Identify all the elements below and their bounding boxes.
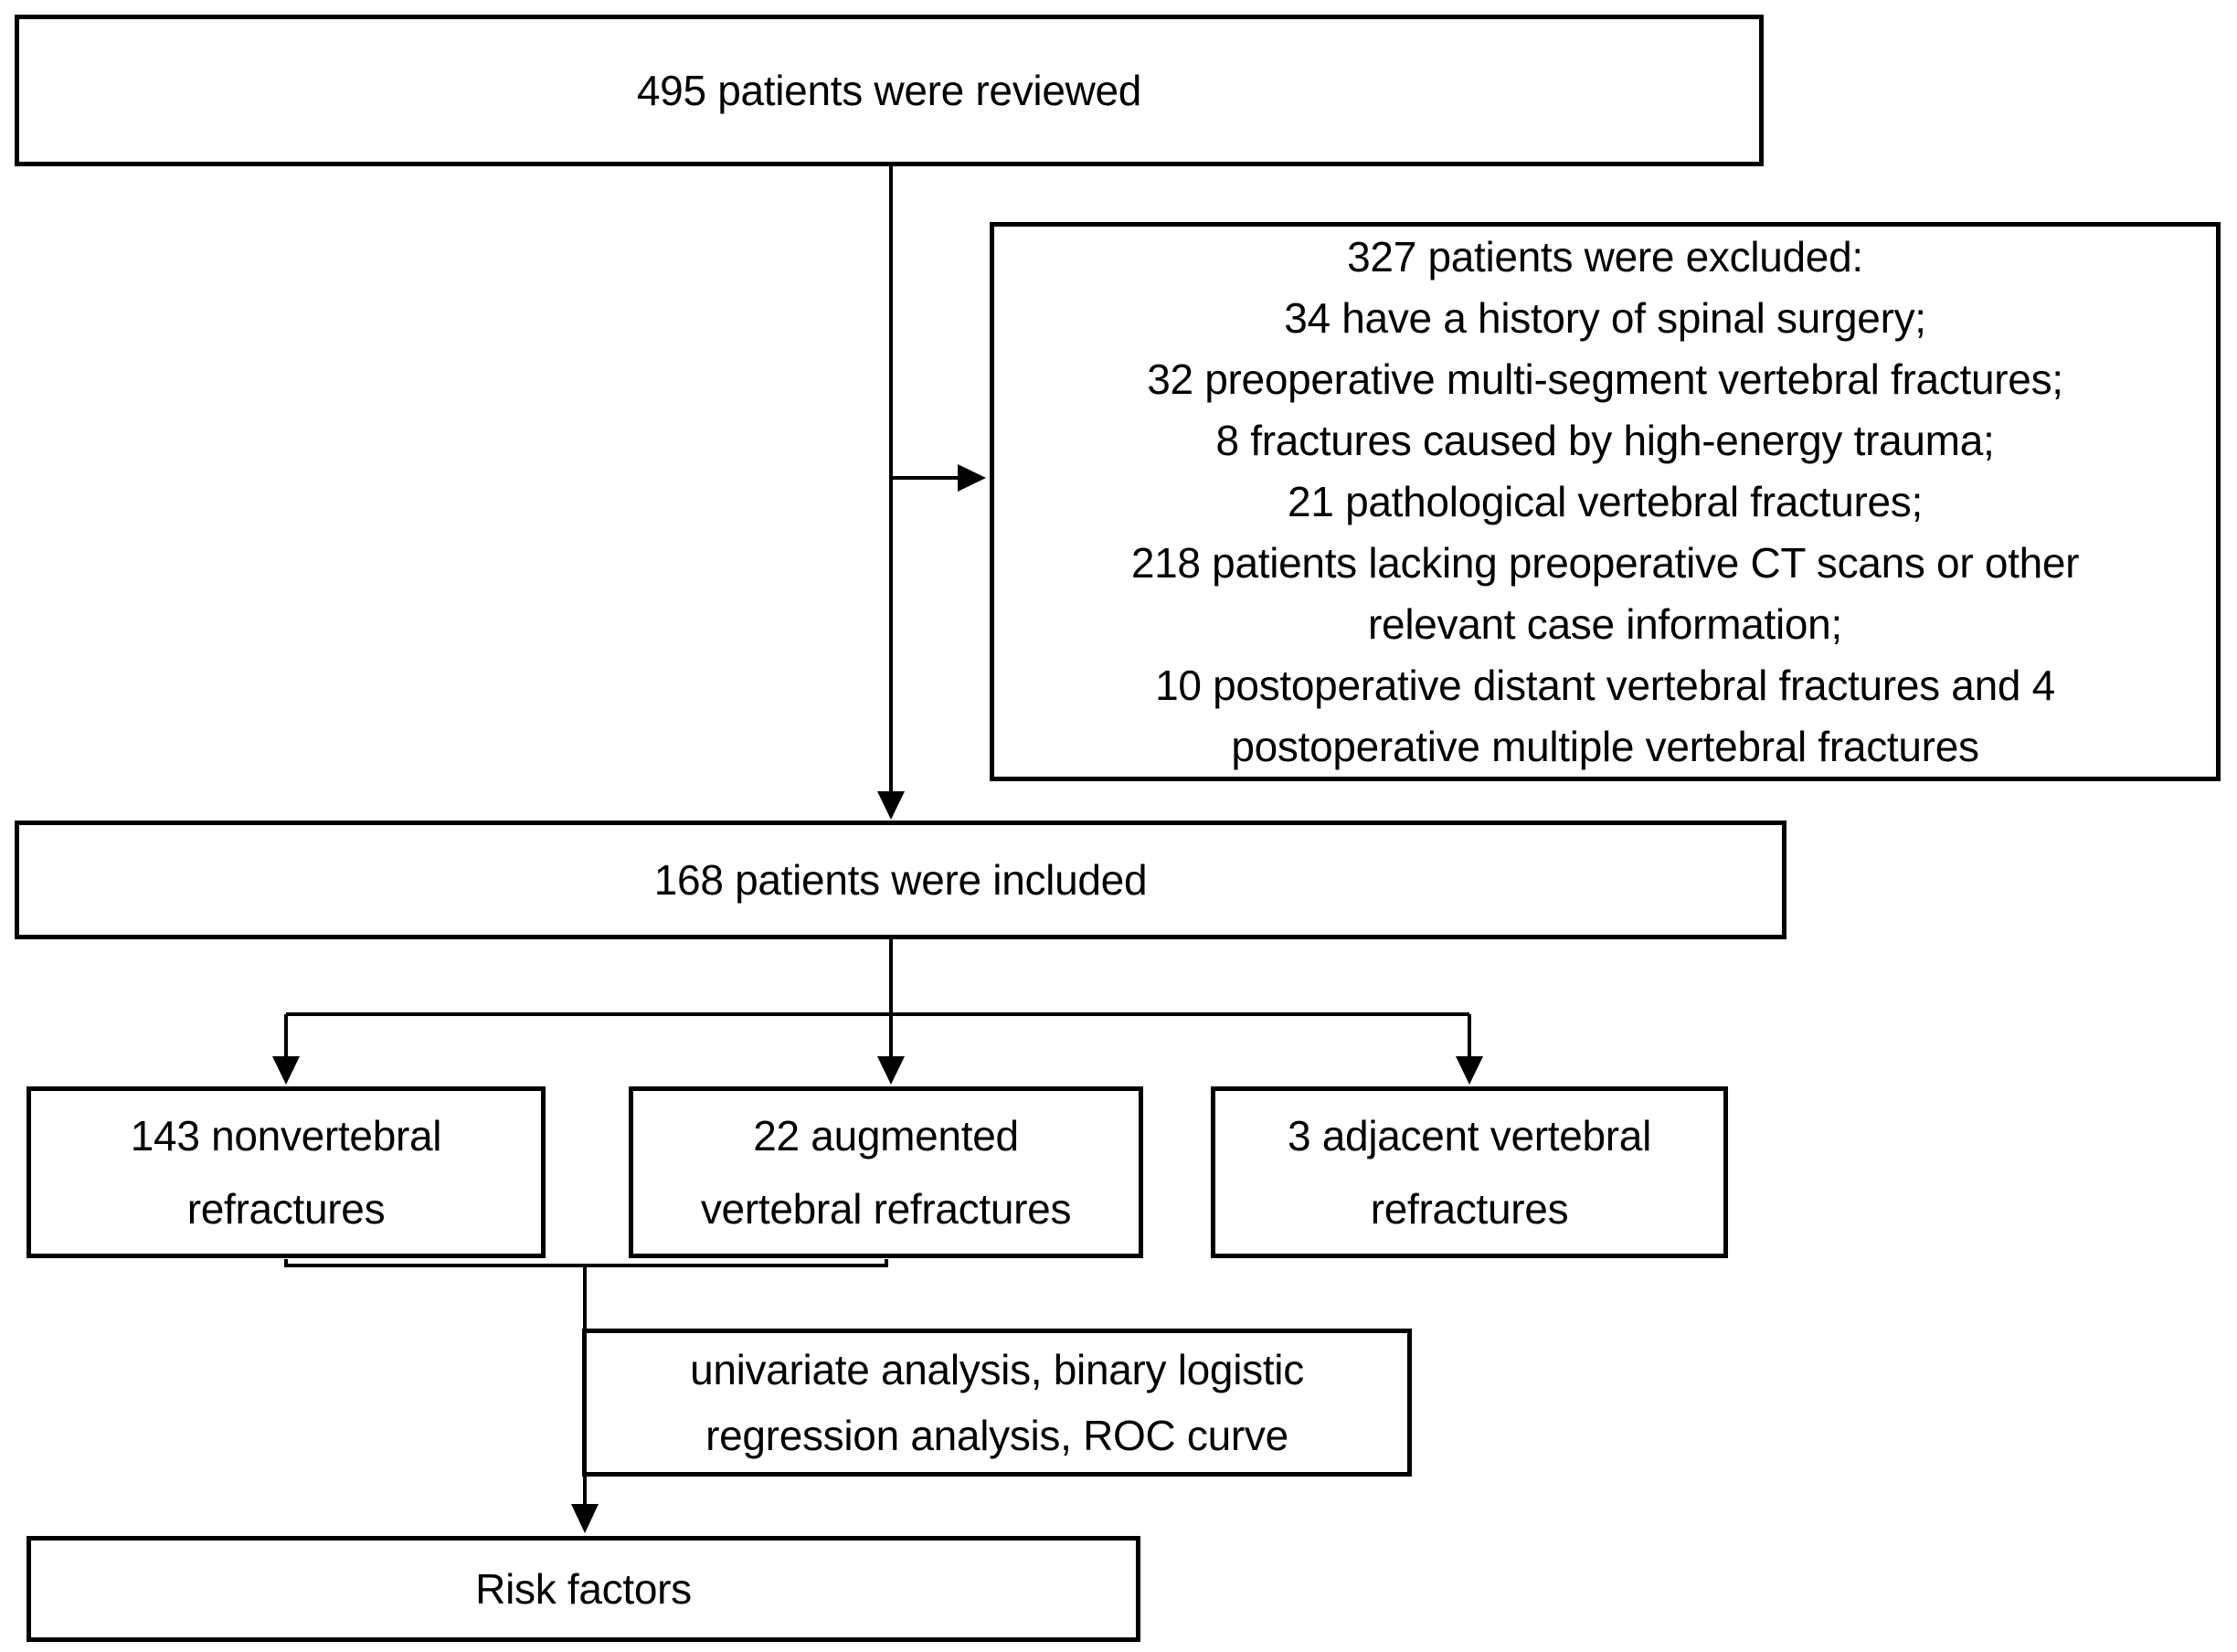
arrowhead-down-included <box>877 791 905 820</box>
box-text: 143 nonvertebral <box>130 1112 442 1160</box>
box-text: regression analysis, ROC curve <box>705 1412 1288 1459</box>
box-nonvertebral-refractures: 143 nonvertebral refractures <box>27 1086 546 1258</box>
box-text: vertebral refractures <box>700 1185 1072 1233</box>
excluded-line: 218 patients lacking preoperative CT sca… <box>1130 538 2080 587</box>
box-text: univariate analysis, binary logistic <box>690 1346 1304 1393</box>
box-patients-excluded: 327 patients were excluded: 34 have a hi… <box>990 222 2221 781</box>
box-text: refractures <box>1370 1185 1569 1233</box>
excluded-line: 10 postoperative distant vertebral fract… <box>1155 661 2055 709</box>
excluded-line: 34 have a history of spinal surgery; <box>1284 293 1926 342</box>
bracket-outcomes <box>272 1012 1483 1085</box>
connector-to-excluded <box>891 464 986 492</box>
box-adjacent-vertebral-refractures: 3 adjacent vertebral refractures <box>1211 1086 1728 1258</box>
box-statistical-analysis: univariate analysis, binary logistic reg… <box>582 1329 1412 1477</box>
box-patients-included: 168 patients were included <box>15 821 1786 939</box>
arrowhead-right-excluded <box>958 464 986 492</box>
arrowhead-down-adjacent <box>1456 1056 1483 1085</box>
arrowhead-down-risk <box>571 1504 599 1533</box>
excluded-line: relevant case information; <box>1368 599 1842 648</box>
excluded-line: postoperative multiple vertebral fractur… <box>1231 722 1979 770</box>
arrowhead-down-nonvertebral <box>272 1056 300 1085</box>
excluded-line: 32 preoperative multi-segment vertebral … <box>1147 355 2063 403</box>
box-risk-factors: Risk factors <box>27 1536 1140 1642</box>
box-patients-reviewed: 495 patients were reviewed <box>15 15 1764 166</box>
connector-included-to-augmented <box>877 939 905 1085</box>
excluded-line: 21 pathological vertebral fractures; <box>1288 477 1923 525</box>
box-text: Risk factors <box>475 1564 692 1613</box>
excluded-line: 8 fractures caused by high-energy trauma… <box>1215 416 1995 464</box>
connector-reviewed-to-included <box>877 166 905 820</box>
arrowhead-down-augmented <box>877 1056 905 1085</box>
box-text: 495 patients were reviewed <box>636 66 1142 114</box>
excluded-line: 327 patients were excluded: <box>1347 232 1863 281</box>
box-text: refractures <box>186 1185 386 1233</box>
box-text: 22 augmented <box>753 1112 1019 1160</box>
box-text: 168 patients were included <box>653 855 1148 904</box>
box-text: 3 adjacent vertebral <box>1287 1112 1652 1160</box>
box-augmented-vertebral-refractures: 22 augmented vertebral refractures <box>629 1086 1143 1258</box>
